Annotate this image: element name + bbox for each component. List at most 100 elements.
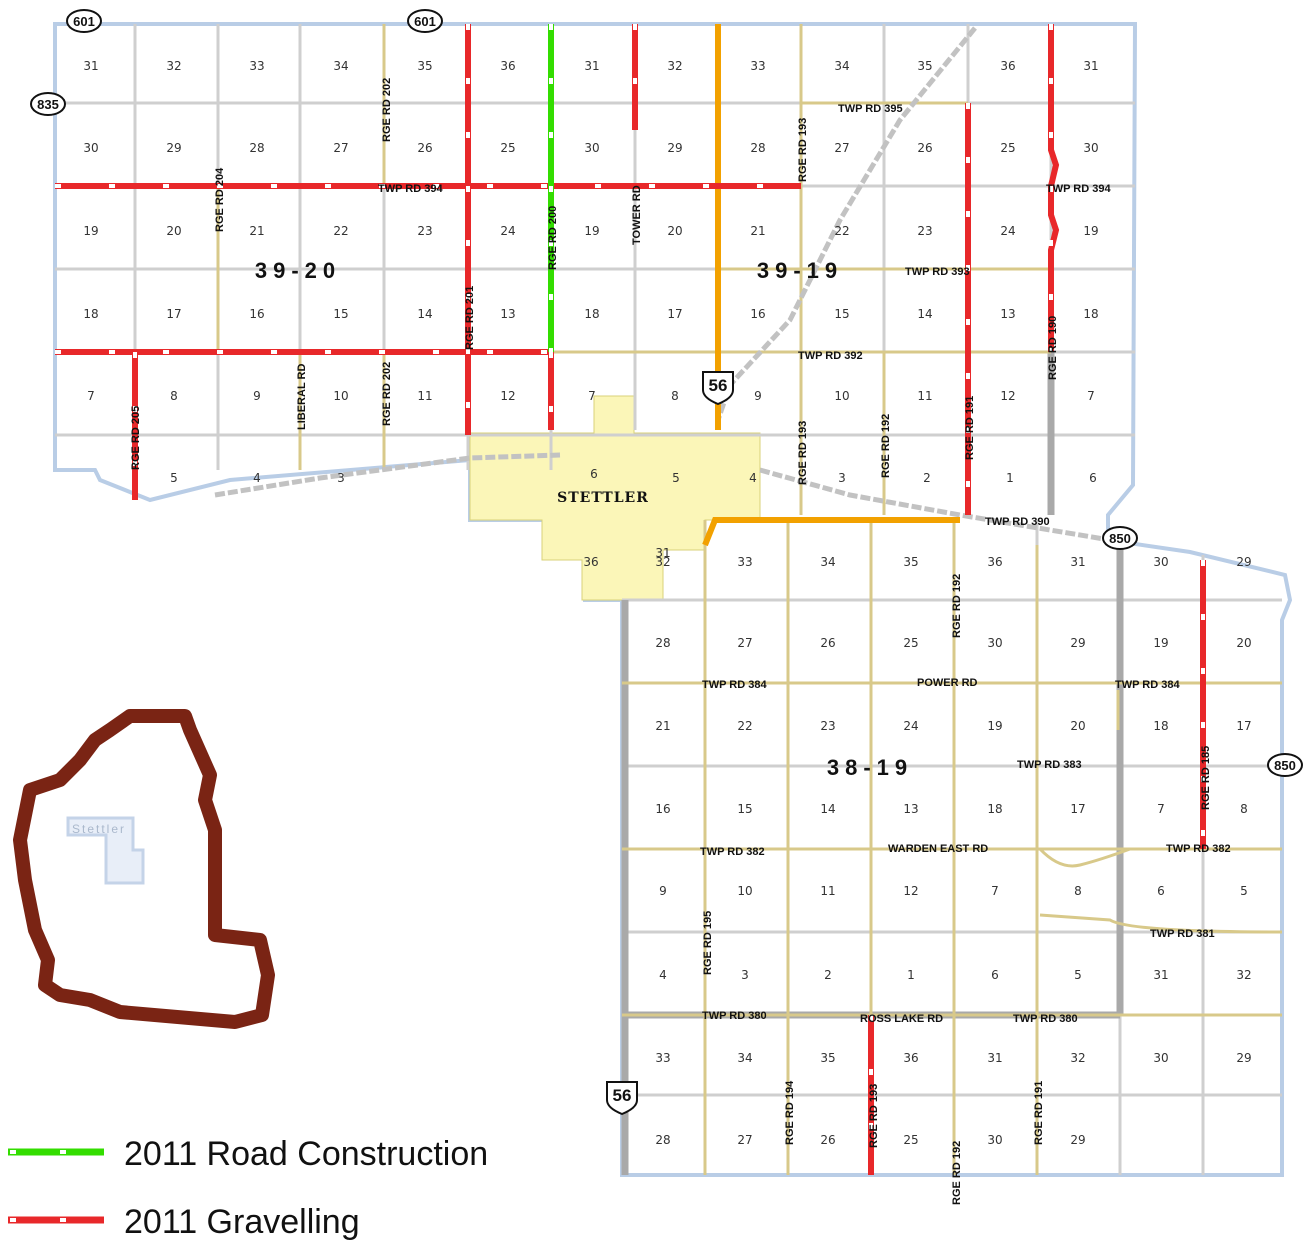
section-number: 18 [1153, 719, 1168, 733]
legend: 2011 Road Construction 2011 Gravelling [8, 1135, 488, 1241]
section-number: 18 [987, 802, 1002, 816]
section-number: 29 [1070, 1133, 1085, 1147]
section-number: 8 [1240, 802, 1248, 816]
section-number: 9 [253, 389, 261, 403]
section-number: 29 [1236, 555, 1251, 569]
label-twp-rd-384-west: TWP RD 384 [702, 679, 767, 691]
section-number: 29 [166, 141, 181, 155]
label-rge-rd-191-south: RGE RD 191 [1033, 1081, 1045, 1145]
section-number: 19 [1153, 636, 1168, 650]
section-number: 34 [820, 555, 835, 569]
section-number: 36 [903, 1051, 918, 1065]
section-number: 19 [83, 224, 98, 238]
section-number: 21 [655, 719, 670, 733]
section-number: 17 [166, 307, 181, 321]
highway-shields-56: 56 56 [606, 371, 734, 1116]
label-liberal-rd: LIBERAL RD [296, 364, 308, 430]
section-number: 5 [672, 471, 680, 485]
section-number: 34 [834, 59, 849, 73]
section-number: 27 [737, 636, 752, 650]
label-rge-rd-190: RGE RD 190 [1047, 316, 1059, 380]
label-rge-rd-192-north: RGE RD 192 [880, 414, 892, 478]
section-number: 18 [83, 307, 98, 321]
label-twp-rd-392: TWP RD 392 [798, 350, 863, 362]
section-number: 33 [750, 59, 765, 73]
label-twp-rd-382-west: TWP RD 382 [700, 846, 765, 858]
svg-text:835: 835 [37, 97, 59, 112]
legend-item-gravelling: 2011 Gravelling [8, 1203, 360, 1241]
section-number: 30 [1153, 1051, 1168, 1065]
section-number: 22 [834, 224, 849, 238]
section-number: 11 [417, 389, 432, 403]
label-twp-rd-393: TWP RD 393 [905, 266, 970, 278]
section-number: 22 [737, 719, 752, 733]
section-number: 32 [166, 59, 181, 73]
section-number: 8 [671, 389, 679, 403]
section-number: 11 [917, 389, 932, 403]
section-number: 26 [417, 141, 432, 155]
section-number: 16 [655, 802, 670, 816]
inset-locator-map: Stettler [13, 709, 275, 1029]
section-number: 32 [655, 555, 670, 569]
label-rge-rd-202-north: RGE RD 202 [381, 78, 393, 142]
section-number: 31 [1070, 555, 1085, 569]
section-number: 13 [903, 802, 918, 816]
section-number: 23 [417, 224, 432, 238]
section-number: 4 [749, 471, 757, 485]
svg-text:56: 56 [709, 376, 728, 395]
section-number: 28 [249, 141, 264, 155]
section-number: 12 [1000, 389, 1015, 403]
svg-text:2011 Road Construction: 2011 Road Construction [124, 1135, 488, 1173]
label-ross-lake-rd: ROSS LAKE RD [860, 1013, 943, 1025]
section-number: 17 [667, 307, 682, 321]
section-number: 24 [903, 719, 918, 733]
svg-text:2011 Gravelling: 2011 Gravelling [124, 1203, 360, 1241]
section-number: 17 [1070, 802, 1085, 816]
section-number: 35 [820, 1051, 835, 1065]
section-number: 26 [820, 1133, 835, 1147]
section-number: 27 [333, 141, 348, 155]
section-number: 29 [667, 141, 682, 155]
section-number: 8 [1074, 884, 1082, 898]
section-number: 29 [1070, 636, 1085, 650]
label-rge-rd-194: RGE RD 194 [784, 1080, 796, 1145]
highway-56-south-shield: 56 [606, 1081, 638, 1116]
stettler-outline [66, 816, 145, 885]
section-number: 12 [500, 389, 515, 403]
section-number: 16 [750, 307, 765, 321]
label-twp-rd-380-west: TWP RD 380 [702, 1010, 767, 1022]
label-rge-rd-193-south: RGE RD 193 [868, 1084, 880, 1148]
label-twp-rd-394-west: TWP RD 394 [378, 183, 443, 195]
county-outline [13, 709, 275, 1029]
section-number: 30 [1153, 555, 1168, 569]
section-number: 19 [1083, 224, 1098, 238]
section-number: 2 [824, 968, 832, 982]
section-number: 5 [1240, 884, 1248, 898]
section-number: 1 [907, 968, 915, 982]
section-number: 34 [737, 1051, 752, 1065]
highway-601-east: 601 [407, 9, 443, 33]
label-tower-rd: TOWER RD [631, 185, 643, 245]
section-number: 30 [83, 141, 98, 155]
label-rge-rd-202-south: RGE RD 202 [381, 362, 393, 426]
section-number: 23 [820, 719, 835, 733]
section-number: 19 [584, 224, 599, 238]
township-label-39-20: 39-20 [255, 258, 341, 283]
section-number: 26 [917, 141, 932, 155]
road-labels-vertical: RGE RD 204 RGE RD 202 RGE RD 201 RGE RD … [130, 78, 1212, 1205]
road-labels-horizontal: TWP RD 395 TWP RD 394 TWP RD 394 TWP RD … [378, 103, 1231, 1025]
label-rge-rd-200: RGE RD 200 [547, 206, 559, 270]
township-label-38-19: 38-19 [827, 755, 913, 780]
section-number: 33 [737, 555, 752, 569]
label-twp-rd-381: TWP RD 381 [1150, 928, 1215, 940]
label-rge-rd-193-middle: RGE RD 193 [797, 421, 809, 485]
section-number: 33 [655, 1051, 670, 1065]
label-rge-rd-191-north: RGE RD 191 [964, 396, 976, 460]
section-number: 11 [820, 884, 835, 898]
section-number: 32 [1070, 1051, 1085, 1065]
section-number: 30 [1083, 141, 1098, 155]
label-rge-rd-192-middle: RGE RD 192 [951, 574, 963, 638]
section-number: 25 [903, 636, 918, 650]
